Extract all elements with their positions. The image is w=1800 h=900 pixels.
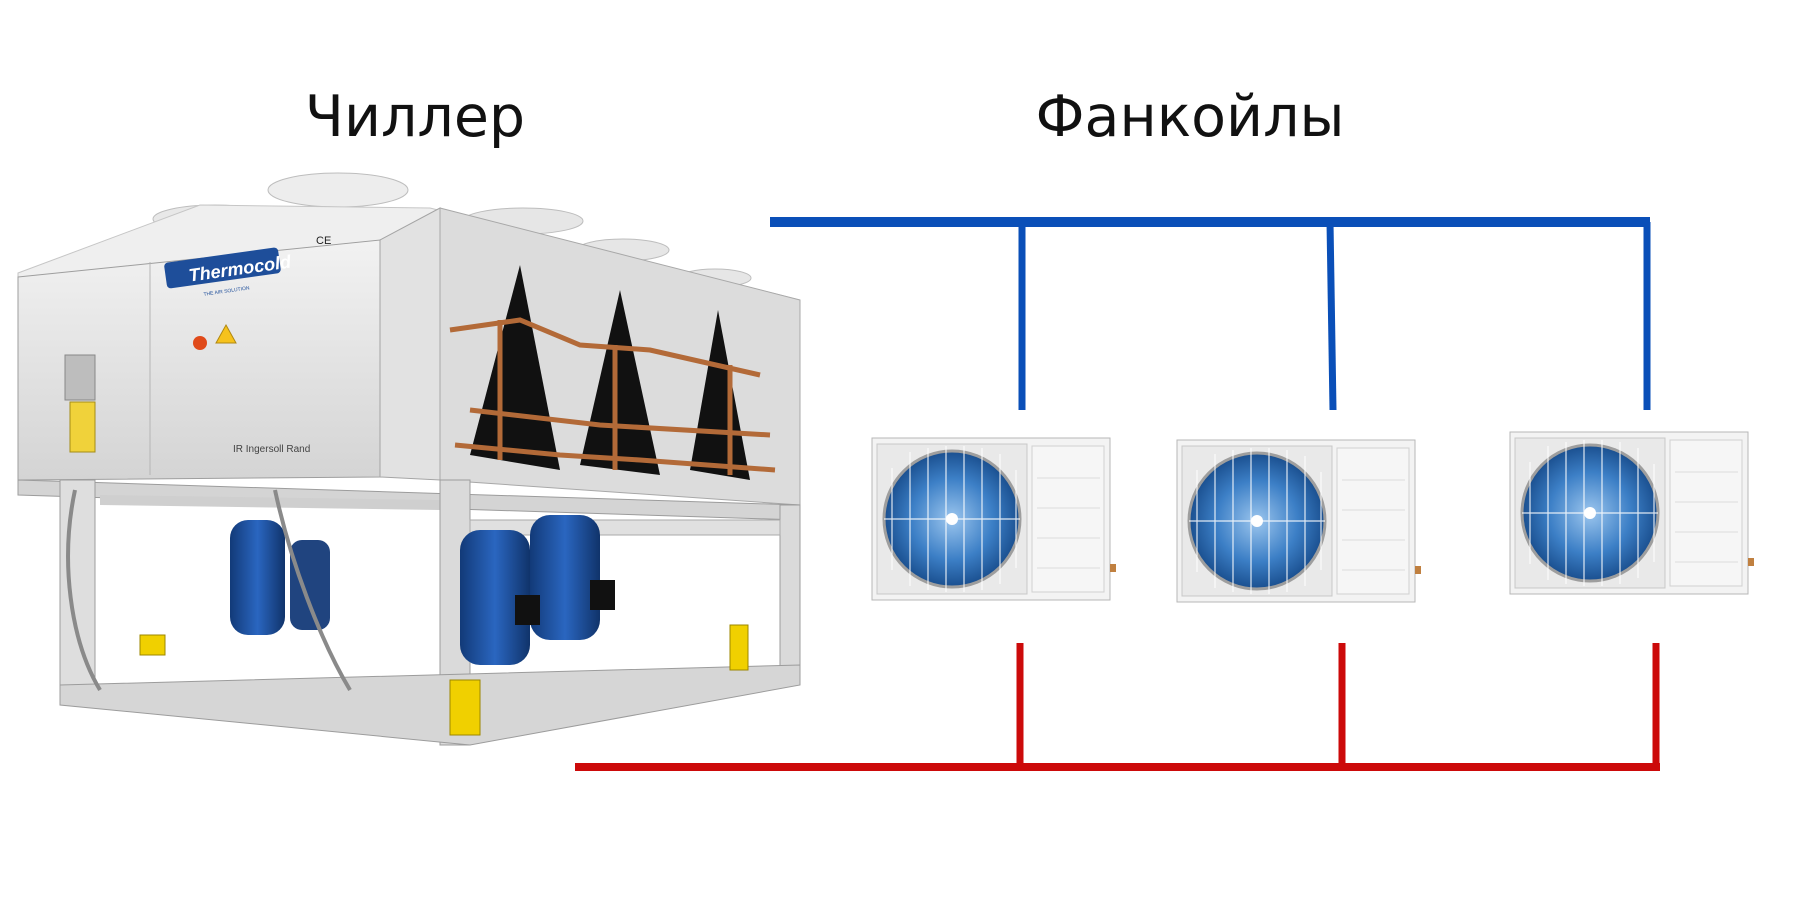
- chiller-base-frame: [17, 479, 801, 746]
- copper-piping: [449, 317, 776, 475]
- ce-mark: CE: [316, 235, 331, 247]
- chiller-control-panel: Thermocold THE AIR SOLUTION IR Ingersoll…: [17, 239, 381, 481]
- chiller-title: Чиллер: [304, 84, 526, 150]
- fancoil-unit-2: [1176, 439, 1421, 603]
- return-pipeline: [575, 643, 1660, 771]
- chiller-compressors: [230, 515, 615, 665]
- chiller-condenser-section: [439, 207, 801, 506]
- chiller-unit: Thermocold THE AIR SOLUTION IR Ingersoll…: [17, 172, 801, 746]
- fancoil-unit-3: [1509, 431, 1754, 595]
- manufacturer-logo: IR Ingersoll Rand: [233, 444, 310, 455]
- supply-pipeline: [770, 217, 1651, 411]
- fancoils-title: Фанкойлы: [1035, 84, 1345, 150]
- fancoil-unit-1: [871, 437, 1116, 601]
